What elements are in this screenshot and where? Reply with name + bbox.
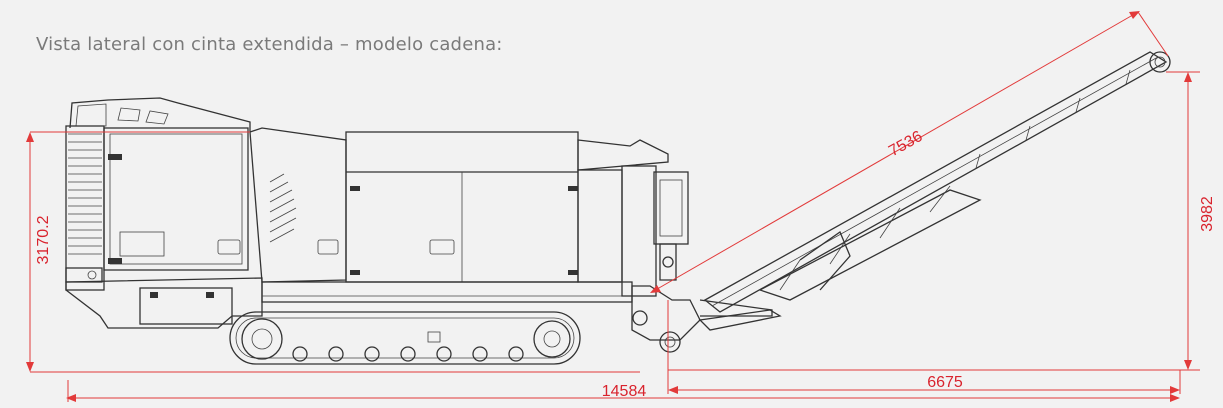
height-left-label: 3170.2 xyxy=(35,215,52,264)
magnet-drum xyxy=(659,331,681,353)
conveyor-lower-arm xyxy=(698,309,782,331)
angled-panel xyxy=(249,127,347,283)
track-rollers xyxy=(292,346,524,362)
conveyor-frame xyxy=(703,51,1168,313)
roof-windows xyxy=(117,107,169,125)
conveyor-belt-line xyxy=(711,56,1159,307)
track-plate xyxy=(427,331,441,343)
engine-door-inner xyxy=(109,133,243,265)
radiator-grill xyxy=(65,125,105,291)
feeder-chute xyxy=(659,243,677,281)
engine-door-panel xyxy=(119,231,165,257)
control-knob xyxy=(87,270,97,280)
crusher-frame xyxy=(621,165,657,297)
vent-slats xyxy=(269,173,297,243)
conveyor-length-dim-line xyxy=(651,11,1139,293)
engine-door xyxy=(103,127,249,271)
fuel-tank xyxy=(139,287,233,325)
idler-hub xyxy=(543,330,561,348)
side-housing xyxy=(577,169,623,283)
total-length-label: 14584 xyxy=(602,383,647,400)
track-belt xyxy=(229,311,581,365)
magnet-drum-hub xyxy=(664,336,676,348)
truss-braces xyxy=(779,185,951,291)
idler-wheel xyxy=(533,320,571,358)
conveyor-reach-label: 6675 xyxy=(927,374,963,391)
conveyor-truss xyxy=(758,189,982,301)
hinge xyxy=(568,270,578,275)
hinge xyxy=(350,270,360,275)
machine-body xyxy=(65,97,773,353)
head-drum xyxy=(1149,51,1171,73)
feeder-window xyxy=(659,179,683,237)
door-handle xyxy=(317,239,339,255)
pivot-pin xyxy=(662,256,674,268)
door-handle xyxy=(429,239,455,255)
roof-outline xyxy=(69,97,251,132)
dimension-lines xyxy=(26,11,1200,402)
hinge xyxy=(350,186,360,191)
feeder-box xyxy=(653,171,689,245)
roller xyxy=(632,310,648,326)
track-inner xyxy=(235,317,575,359)
discharge-conveyor xyxy=(698,51,1171,331)
conveyor-length-label: 7536 xyxy=(886,128,925,160)
drawing-caption: Vista lateral con cinta extendida – mode… xyxy=(36,34,503,55)
hinge xyxy=(108,258,122,264)
tank-bolt xyxy=(206,292,214,298)
conveyor-support-arm xyxy=(799,231,851,291)
extension-line xyxy=(1137,11,1169,57)
roof-vent xyxy=(75,103,107,127)
return-idlers xyxy=(975,69,1131,169)
tank-bolt xyxy=(150,292,158,298)
conveyor-boot xyxy=(699,299,773,317)
radiator-slats xyxy=(68,133,102,255)
drive-sprocket xyxy=(241,318,283,360)
head-drum-hub xyxy=(1154,56,1166,68)
crawler-track xyxy=(229,311,581,365)
height-right-label: 3982 xyxy=(1199,196,1216,232)
hinge xyxy=(568,186,578,191)
hinge xyxy=(108,154,122,160)
control-box xyxy=(65,267,103,283)
frame-rail xyxy=(261,281,633,303)
sprocket-hub xyxy=(251,328,273,350)
discharge-unit xyxy=(631,285,701,341)
door-handle xyxy=(217,239,241,255)
